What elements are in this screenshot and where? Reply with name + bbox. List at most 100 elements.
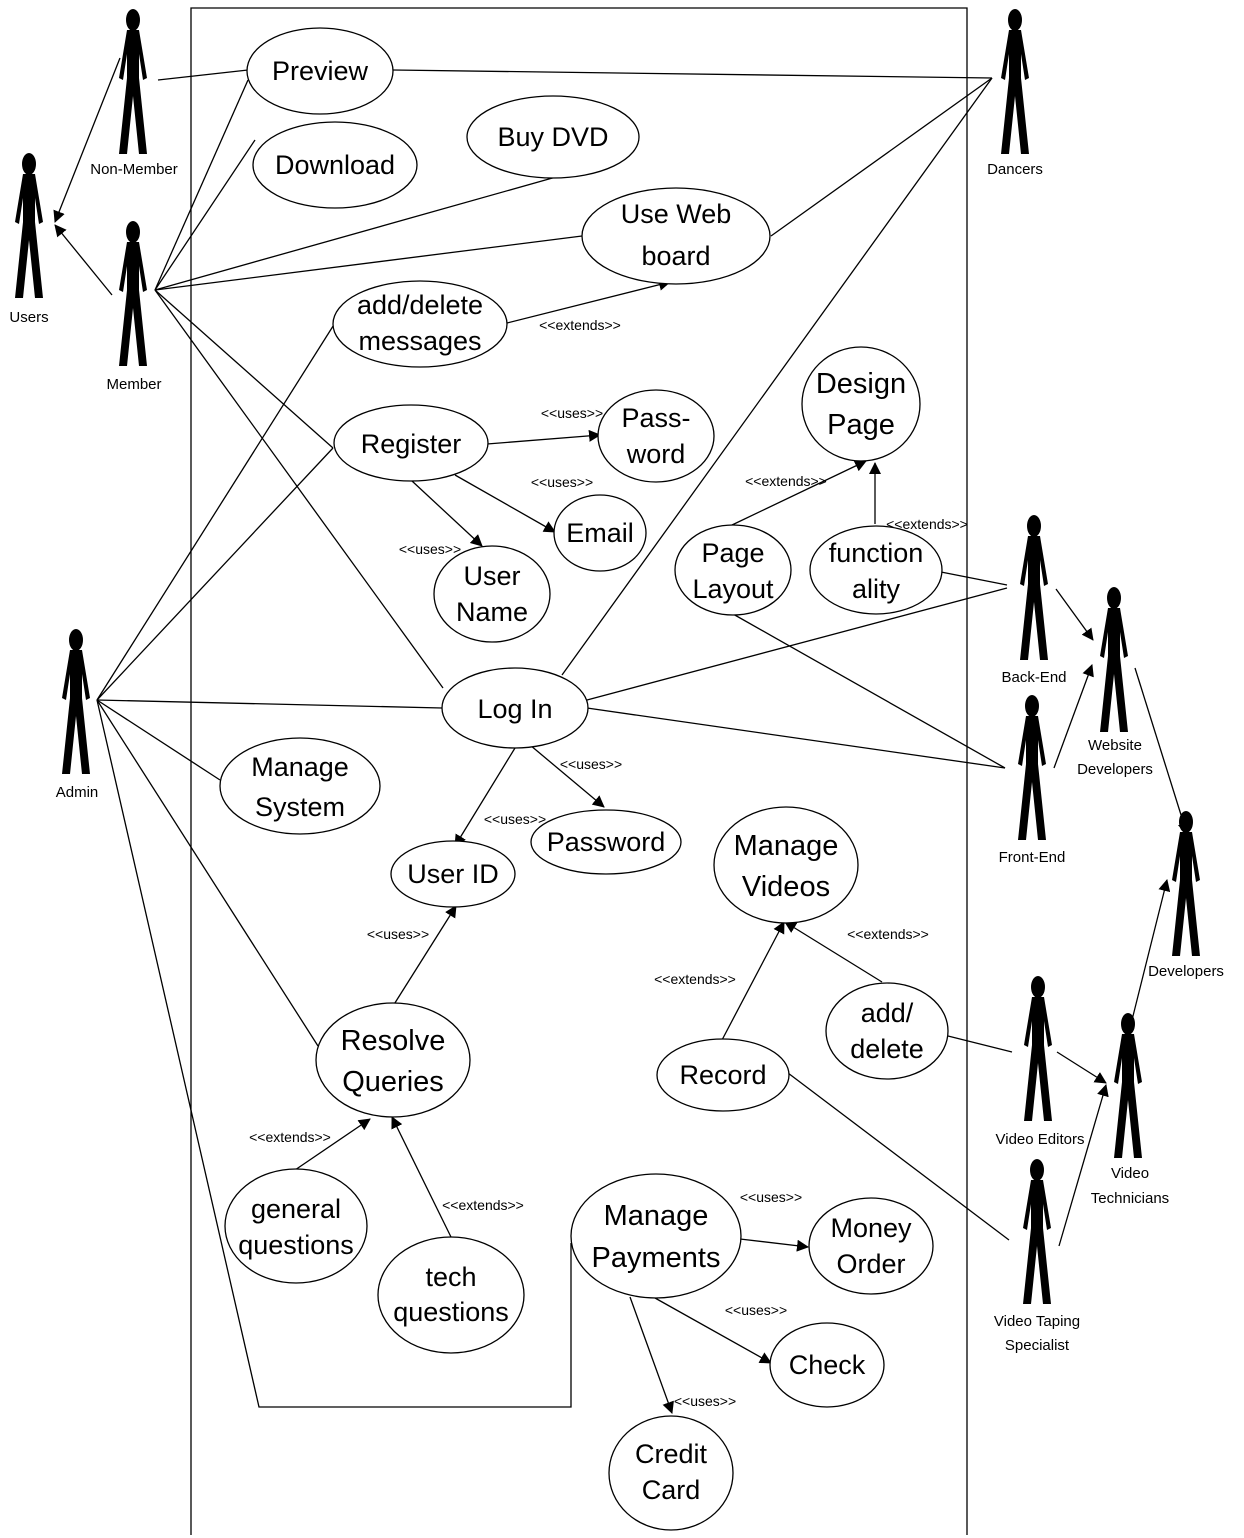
use-case-resolve-queries: Resolve Queries <box>315 1002 471 1118</box>
svg-text:delete: delete <box>850 1034 924 1064</box>
actor-label-website-developers: Website <box>1088 737 1142 754</box>
use-case-money-order: Money Order <box>808 1197 934 1295</box>
actor-label-video-technicians: Video <box>1111 1165 1149 1182</box>
svg-text:Payments: Payments <box>592 1242 721 1274</box>
extends-label: <<extends>> <box>249 1129 331 1145</box>
use-case-add-delete: add/ delete <box>825 982 949 1080</box>
svg-text:Manage: Manage <box>251 752 349 782</box>
use-case-preview: Preview <box>246 27 394 115</box>
actor-label-users: Users <box>9 309 48 326</box>
system-boundary <box>190 7 968 1535</box>
uses-label: <<uses>> <box>531 474 593 490</box>
uses-label: <<uses>> <box>740 1189 802 1205</box>
actor-front-end <box>1018 695 1046 840</box>
actor-dancers <box>1001 9 1029 154</box>
actor-member <box>119 221 147 366</box>
svg-text:Log In: Log In <box>477 694 552 724</box>
svg-text:Page: Page <box>827 409 895 441</box>
svg-text:Check: Check <box>789 1350 866 1380</box>
svg-text:Pass-: Pass- <box>621 403 690 433</box>
svg-text:ality: ality <box>852 574 901 604</box>
use-case-email: Email <box>553 494 647 572</box>
actor-non-member <box>119 9 147 154</box>
svg-text:add/delete: add/delete <box>357 290 483 320</box>
use-case-user-id: User ID <box>390 840 516 908</box>
svg-text:Videos: Videos <box>742 871 830 903</box>
actor-video-taping-specialist <box>1023 1159 1051 1304</box>
uses-label: <<uses>> <box>725 1302 787 1318</box>
use-case-manage-payments: Manage Payments <box>570 1173 742 1299</box>
svg-text:Record: Record <box>679 1060 766 1090</box>
svg-text:Name: Name <box>456 597 528 627</box>
actor-label-developers: Developers <box>1148 963 1224 980</box>
svg-text:Page: Page <box>701 538 764 568</box>
svg-text:tech: tech <box>425 1262 476 1292</box>
use-case-tech-questions: tech questions <box>377 1236 525 1354</box>
use-case-buy-dvd: Buy DVD <box>466 95 640 179</box>
actor-video-technicians <box>1114 1013 1142 1158</box>
svg-text:Password: Password <box>547 827 666 857</box>
use-case-page-layout: Page Layout <box>674 524 792 616</box>
actor-label-member: Member <box>106 376 161 393</box>
svg-text:Resolve: Resolve <box>341 1025 446 1057</box>
actors: Non-Member Users Member Admin Dancers Ba… <box>9 9 1224 1354</box>
extends-label: <<extends>> <box>442 1197 524 1213</box>
actor-developers <box>1172 811 1200 956</box>
svg-text:word: word <box>626 439 686 469</box>
use-case-use-web-board: Use Web board <box>581 187 771 285</box>
use-case-add-delete-messages: add/delete messages <box>332 280 508 368</box>
svg-text:Email: Email <box>566 518 634 548</box>
use-case-register: Register <box>333 404 489 482</box>
svg-text:function: function <box>829 538 924 568</box>
actor-label-back-end: Back-End <box>1001 669 1066 686</box>
use-case-download: Download <box>252 121 418 209</box>
svg-text:general: general <box>251 1194 341 1224</box>
actor-label-video-taping-specialist: Specialist <box>1005 1337 1070 1354</box>
svg-text:Queries: Queries <box>342 1066 444 1098</box>
actor-label-dancers: Dancers <box>987 161 1043 178</box>
use-case-manage-system: Manage System <box>219 737 381 835</box>
use-cases: Preview Download Buy DVD Use Web board a… <box>219 27 949 1531</box>
actor-label-video-editors: Video Editors <box>996 1131 1085 1148</box>
use-case-check: Check <box>769 1322 885 1408</box>
svg-text:Preview: Preview <box>272 56 369 86</box>
actor-label-admin: Admin <box>56 784 99 801</box>
use-case-password: Password <box>530 809 682 875</box>
use-case-pass-word: Pass- word <box>597 389 715 483</box>
svg-text:Money: Money <box>830 1213 912 1243</box>
actor-video-editors <box>1024 976 1052 1121</box>
relationships <box>53 57 1190 1414</box>
svg-text:Layout: Layout <box>692 574 774 604</box>
extends-label: <<extends>> <box>886 516 968 532</box>
svg-text:Order: Order <box>836 1249 905 1279</box>
uses-label: <<uses>> <box>367 926 429 942</box>
uses-label: <<uses>> <box>560 756 622 772</box>
extends-label: <<extends>> <box>745 473 827 489</box>
stereotype-labels: <<extends>> <<uses>> <<uses>> <<uses>> <… <box>249 317 968 1409</box>
use-case-manage-videos: Manage Videos <box>713 806 859 924</box>
svg-text:Manage: Manage <box>604 1200 709 1232</box>
svg-text:questions: questions <box>393 1297 509 1327</box>
uses-label: <<uses>> <box>399 541 461 557</box>
use-case-design-page: Design Page <box>801 346 921 462</box>
uses-label: <<uses>> <box>674 1393 736 1409</box>
svg-text:Register: Register <box>361 429 462 459</box>
actor-users <box>15 153 43 298</box>
use-case-user-name: User Name <box>433 545 551 643</box>
svg-text:messages: messages <box>358 326 481 356</box>
actor-admin <box>62 629 90 774</box>
use-case-general-questions: general questions <box>224 1168 368 1284</box>
svg-text:Card: Card <box>642 1475 701 1505</box>
associations <box>96 69 1013 1408</box>
svg-text:Buy DVD: Buy DVD <box>497 122 608 152</box>
use-case-functionality: function ality <box>809 525 943 615</box>
uses-label: <<uses>> <box>484 811 546 827</box>
svg-text:Credit: Credit <box>635 1439 708 1469</box>
uses-label: <<uses>> <box>541 405 603 421</box>
svg-text:Design: Design <box>816 368 906 400</box>
svg-text:board: board <box>641 241 710 271</box>
extends-label: <<extends>> <box>539 317 621 333</box>
extends-label: <<extends>> <box>654 971 736 987</box>
use-case-record: Record <box>656 1038 790 1112</box>
